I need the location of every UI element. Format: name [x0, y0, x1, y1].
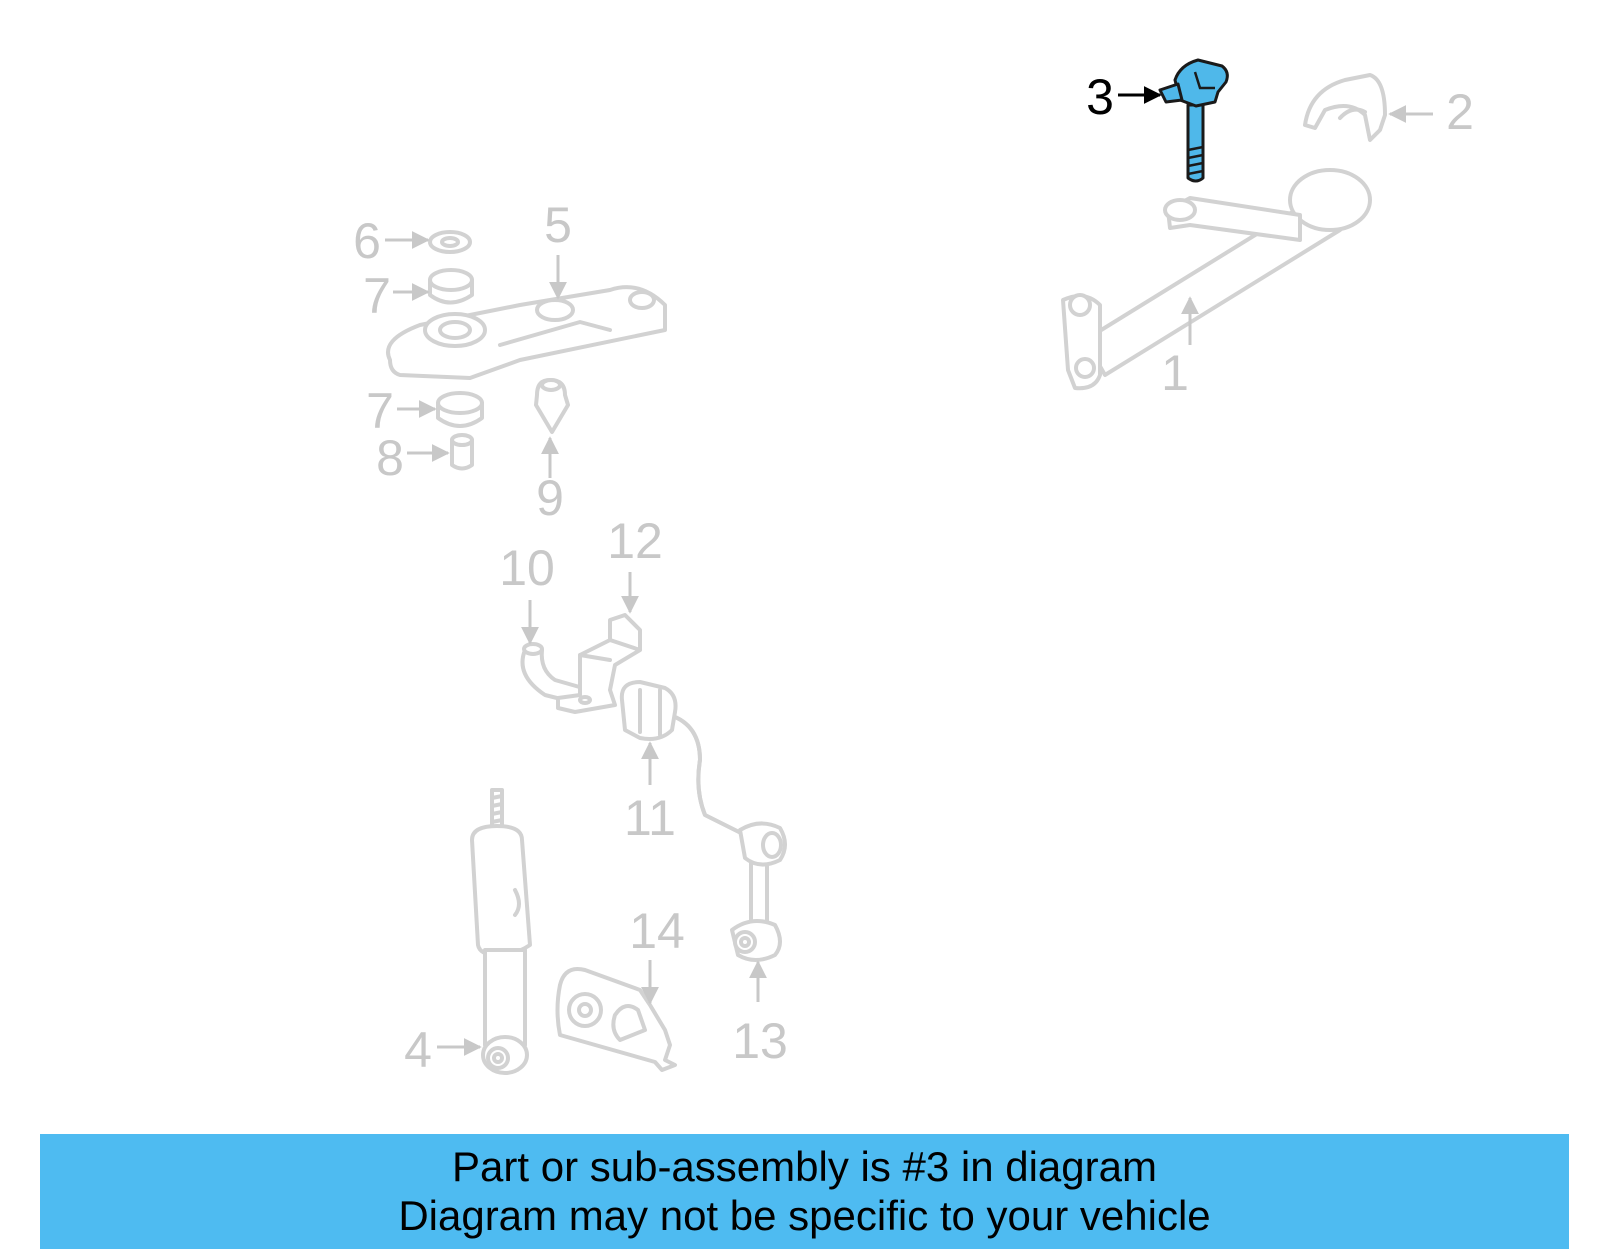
- callout-8: 8: [376, 430, 404, 486]
- callout-11: 11: [624, 790, 676, 846]
- callout-12: 12: [607, 513, 663, 569]
- part-8-sleeve[interactable]: [450, 433, 474, 471]
- part-5-spring-plate[interactable]: [386, 285, 667, 380]
- callout-13: 13: [732, 1013, 788, 1069]
- callout-3: 3: [1086, 69, 1114, 125]
- part-9-bump-stop[interactable]: [534, 378, 570, 434]
- info-banner: Part or sub-assembly is #3 in diagram Di…: [40, 1134, 1569, 1249]
- part-2-bracket[interactable]: [1303, 73, 1387, 142]
- callout-7-lower: 7: [366, 383, 394, 439]
- part-3-bolt-highlighted[interactable]: [1158, 58, 1229, 183]
- part-14-mounting-plate[interactable]: [555, 967, 677, 1072]
- part-7-bushing-upper[interactable]: [428, 268, 474, 305]
- part-7-bushing-lower[interactable]: [436, 391, 484, 428]
- callout-5: 5: [544, 197, 572, 253]
- part-1-axle-bar[interactable]: [1061, 168, 1372, 391]
- part-11-stabilizer-bushing[interactable]: [619, 680, 747, 837]
- callout-2: 2: [1446, 84, 1474, 140]
- part-12-bracket[interactable]: [556, 613, 642, 714]
- callout-4: 4: [404, 1022, 432, 1078]
- banner-line-1: Part or sub-assembly is #3 in diagram: [452, 1143, 1157, 1190]
- callout-7-upper: 7: [363, 268, 391, 324]
- callout-6: 6: [353, 213, 381, 269]
- callout-14: 14: [629, 903, 685, 959]
- callout-10: 10: [499, 540, 555, 596]
- banner-line-2: Diagram may not be specific to your vehi…: [398, 1192, 1211, 1239]
- part-6-washer[interactable]: [428, 230, 472, 254]
- callout-9: 9: [536, 470, 564, 526]
- part-4-shock-absorber[interactable]: [470, 788, 532, 1075]
- callout-1: 1: [1161, 345, 1189, 401]
- part-13-stabilizer-link[interactable]: [730, 821, 787, 962]
